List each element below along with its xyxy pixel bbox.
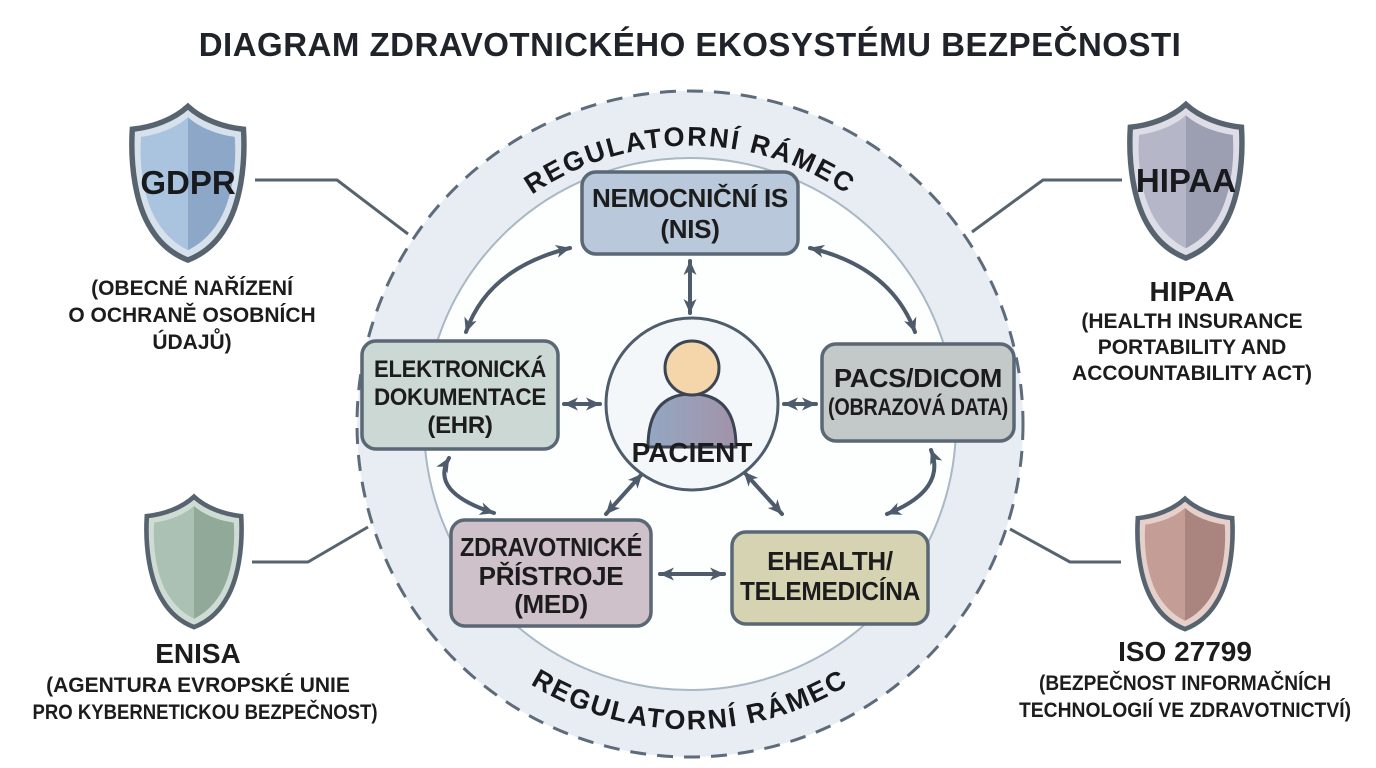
enisa-shield-icon	[146, 497, 241, 627]
person-icon	[646, 339, 738, 449]
arrow-nis-pacs	[808, 244, 917, 334]
hipaa-caption-line3: ACCOUNTABILITY ACT)	[1072, 362, 1312, 385]
enisa-caption: ENISA (AGENTURA EVROPSKÉ UNIE PRO KYBERN…	[33, 638, 378, 724]
box-nis-line1: NEMOCNIČNÍ IS	[592, 183, 788, 213]
arrow-patient-med	[604, 472, 644, 516]
box-pacs-line1: PACS/DICOM	[834, 363, 1002, 393]
arrow-ehr-med	[436, 456, 496, 515]
hipaa-caption-line1: (HEALTH INSURANCE	[1081, 310, 1302, 333]
box-med: ZDRAVOTNICKÉ PŘÍSTROJE (MED)	[449, 518, 653, 628]
hipaa-caption-line2: PORTABILITY AND	[1098, 336, 1287, 359]
gdpr-caption: (OBECNÉ NAŘÍZENÍ O OCHRANĚ OSOBNÍCH ÚDAJ…	[68, 276, 315, 354]
enisa-caption-line1: (AGENTURA EVROPSKÉ UNIE	[46, 674, 350, 697]
enisa-caption-name: ENISA	[155, 638, 241, 669]
box-ehealth-line1: EHEALTH/	[767, 546, 893, 576]
gdpr-caption-line3: ÚDAJŮ)	[152, 328, 231, 354]
box-nis-line2: (NIS)	[660, 214, 719, 244]
box-nis: NEMOCNIČNÍ IS (NIS)	[580, 170, 800, 256]
box-med-line1: ZDRAVOTNICKÉ	[460, 532, 642, 562]
box-ehr-line3: (EHR)	[427, 412, 492, 439]
box-pacs: PACS/DICOM (OBRAZOVÁ DATA)	[820, 342, 1016, 443]
hipaa-caption-name: HIPAA	[1149, 276, 1234, 307]
box-ehealth: EHEALTH/ TELEMEDICÍNA	[730, 530, 930, 626]
arrow-patient-ehealth	[742, 470, 784, 516]
connector-iso	[1009, 527, 1121, 564]
hipaa-caption: HIPAA (HEALTH INSURANCE PORTABILITY AND …	[1072, 276, 1312, 385]
arrow-nis-ehr	[464, 245, 572, 334]
box-pacs-line2: (OBRAZOVÁ DATA)	[828, 393, 1008, 421]
patient-node: PACIENT	[604, 316, 780, 492]
iso-caption-name: ISO 27799	[1118, 636, 1252, 667]
connector-hipaa	[971, 178, 1122, 234]
box-ehr-line1: ELEKTRONICKÁ	[374, 355, 546, 383]
gdpr-caption-line2: O OCHRANĚ OSOBNÍCH	[68, 303, 315, 327]
gdpr-caption-line1: (OBECNÉ NAŘÍZENÍ	[91, 276, 294, 300]
box-ehealth-line2: TELEMEDICÍNA	[740, 576, 920, 606]
connector-enisa	[252, 525, 369, 564]
box-ehr: ELEKTRONICKÁ DOKUMENTACE (EHR)	[360, 339, 560, 451]
iso-caption-line1: (BEZPEČNOST INFORMAČNÍCH	[1039, 671, 1331, 695]
gdpr-shield-label: GDPR	[140, 164, 236, 201]
connector-gdpr	[255, 178, 409, 236]
page-title: DIAGRAM ZDRAVOTNICKÉHO EKOSYSTÉMU BEZPEČ…	[199, 25, 1182, 63]
box-med-line3: (MED)	[514, 589, 588, 619]
hipaa-shield-icon: HIPAA	[1130, 104, 1242, 258]
iso-caption-line2: TECHNOLOGIÍ VE ZDRAVOTNICTVÍ)	[1019, 699, 1351, 722]
enisa-caption-line2: PRO KYBERNETICKOU BEZPEČNOST)	[33, 700, 378, 724]
arrow-pacs-ehealth	[885, 448, 943, 516]
hipaa-shield-label: HIPAA	[1136, 162, 1236, 199]
gdpr-shield-icon: GDPR	[132, 106, 244, 260]
patient-label: PACIENT	[632, 437, 753, 468]
iso-caption: ISO 27799 (BEZPEČNOST INFORMAČNÍCH TECHN…	[1019, 636, 1351, 722]
box-ehr-line2: DOKUMENTACE	[374, 384, 546, 411]
box-med-line2: PŘÍSTROJE	[479, 561, 624, 591]
iso-shield-icon	[1137, 499, 1232, 629]
